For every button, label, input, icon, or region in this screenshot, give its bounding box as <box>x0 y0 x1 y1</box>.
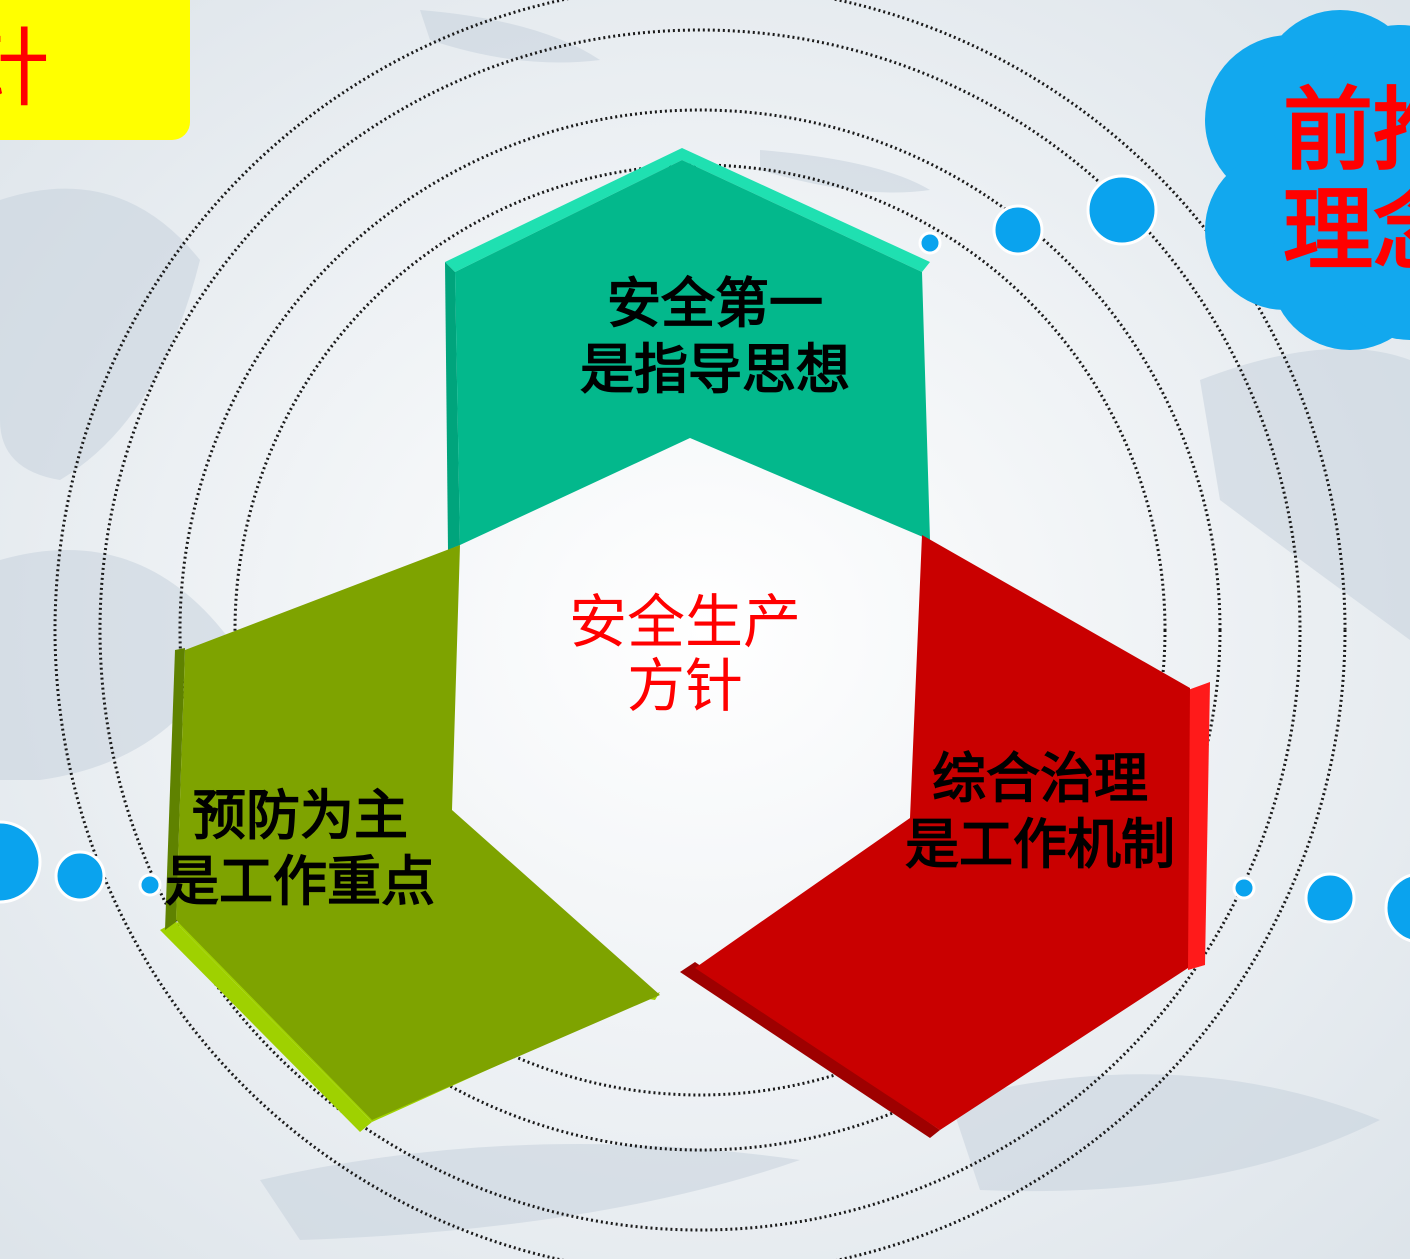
center-label-line2: 方针 <box>626 652 743 720</box>
segment-right-line2: 是工作机制 <box>905 812 1175 876</box>
top-left-tag-text: 针 <box>0 19 50 119</box>
connector-dots <box>0 174 1410 943</box>
segment-right-line1: 综合治理 <box>932 746 1148 810</box>
dot <box>138 873 162 897</box>
background-streaks <box>0 10 1410 1240</box>
center-label-line1: 安全生产 <box>568 588 801 656</box>
segment-left-label: 预防为主 是工作重点 <box>130 782 470 914</box>
segment-right-label: 综合治理 是工作机制 <box>870 745 1210 877</box>
dot <box>1384 873 1410 943</box>
segment-right <box>680 535 1210 1138</box>
dot <box>1304 872 1356 924</box>
segment-top-line1: 安全第一 <box>607 271 823 335</box>
ring-third <box>178 108 1222 1152</box>
cloud-badge-line1: 前推 <box>1283 77 1410 183</box>
cloud-badge-line2: 理念 <box>1283 177 1410 283</box>
segment-top-label: 安全第一 是指导思想 <box>545 270 885 402</box>
dot <box>54 850 106 902</box>
ring-outer <box>53 0 1347 1259</box>
segment-left <box>160 545 660 1132</box>
dot <box>1232 876 1256 900</box>
segment-left-line2: 是工作重点 <box>165 849 435 913</box>
cloud-badge-shape <box>1205 10 1410 350</box>
dot <box>918 231 942 255</box>
dot <box>992 204 1044 256</box>
dotted-rings <box>53 0 1347 1259</box>
top-left-tag: 针 <box>0 0 190 140</box>
dot <box>0 820 42 904</box>
dot <box>1086 174 1158 246</box>
segment-left-line1: 预防为主 <box>192 783 408 847</box>
cloud-badge-text: 前推 理念 <box>1283 80 1410 280</box>
ring-second <box>98 28 1302 1232</box>
segment-top-line2: 是指导思想 <box>580 337 850 401</box>
center-label: 安全生产 方针 <box>555 590 815 718</box>
segment-top <box>445 148 930 550</box>
